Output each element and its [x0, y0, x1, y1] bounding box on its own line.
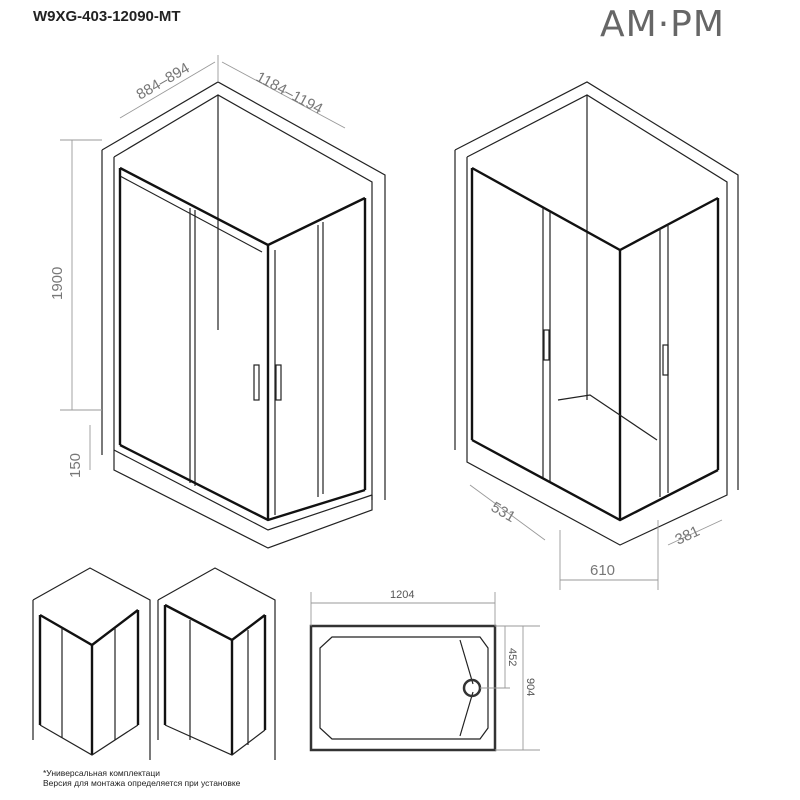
main-view-right — [454, 81, 739, 546]
dim-side-381: 381 — [673, 523, 703, 549]
footnotes: *Универсальная комплектаци Версия для мо… — [43, 768, 240, 788]
note-line-2: Версия для монтажа определяется при уста… — [43, 778, 241, 788]
dimensions-right: 531 610 381 — [469, 484, 723, 590]
dim-depth-531: 531 — [488, 499, 518, 526]
model-title[interactable]: W9XG-403-12090-MT — [33, 8, 181, 25]
dim-side-width: 884–894 — [134, 60, 193, 104]
config-view-2 — [157, 567, 276, 760]
main-view-left — [101, 81, 386, 549]
dimensions-left: 884–894 1184–1194 1900 150 — [49, 55, 346, 478]
dim-tray-width: 904 — [524, 678, 536, 696]
dim-tray-height: 150 — [67, 453, 84, 478]
dim-drain-offset: 452 — [506, 648, 518, 666]
dim-front-width: 1184–1194 — [253, 69, 325, 118]
dim-entry-610: 610 — [590, 562, 615, 579]
dim-tray-length: 1204 — [390, 589, 414, 601]
tray-plan: 1204 452 904 — [309, 589, 540, 752]
dim-height: 1900 — [49, 267, 66, 300]
config-view-1 — [32, 567, 151, 760]
note-line-1: *Универсальная комплектаци — [43, 768, 161, 778]
brand-logo[interactable]: AM·PM — [600, 4, 725, 45]
